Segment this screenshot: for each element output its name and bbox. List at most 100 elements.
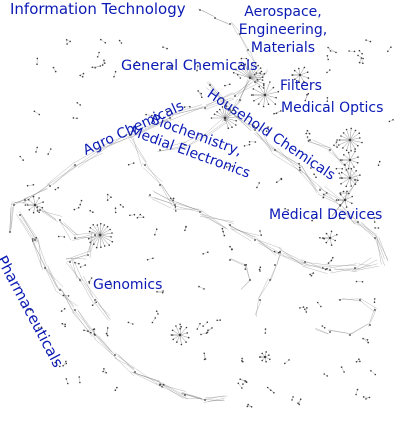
- arc-edge-node: [274, 264, 276, 266]
- hub-leaf-node: [354, 148, 357, 150]
- pharma-edge: [59, 287, 75, 307]
- hub-leaf-node: [261, 352, 264, 355]
- component-node: [374, 227, 376, 229]
- component-node: [207, 251, 209, 253]
- component-node: [225, 166, 228, 168]
- hub-edge: [349, 174, 360, 179]
- component-node: [258, 268, 261, 271]
- component-node: [310, 161, 313, 164]
- arc-edge: [359, 298, 378, 309]
- household-edge: [259, 125, 272, 152]
- hub-edge: [349, 132, 360, 141]
- component-node: [133, 64, 136, 67]
- hub-edge: [249, 62, 256, 79]
- component-node: [240, 57, 243, 60]
- component-node: [241, 360, 243, 362]
- component-edge: [62, 361, 67, 366]
- component-node: [203, 288, 205, 290]
- component-node: [199, 322, 201, 325]
- component-edge: [66, 378, 69, 384]
- hub-leaf-node: [356, 162, 359, 164]
- hub-edge: [346, 169, 351, 179]
- genomics-edge: [97, 301, 110, 319]
- component-edge: [113, 71, 116, 77]
- component-node: [260, 234, 263, 236]
- component-edge: [147, 258, 153, 260]
- component-node: [161, 291, 164, 294]
- hub-leaf-node: [350, 185, 353, 187]
- hub-edge: [349, 139, 363, 143]
- component-node: [323, 193, 325, 196]
- component-node: [366, 339, 369, 341]
- backbone-edge: [167, 104, 203, 116]
- component-node: [221, 227, 224, 230]
- hub-edge: [99, 234, 110, 246]
- pharma-edge: [43, 264, 57, 292]
- backbone-edge: [126, 119, 172, 133]
- devices-edge: [283, 255, 308, 265]
- hub-edge: [299, 74, 309, 79]
- hub-edge: [249, 65, 259, 79]
- hub-edge: [224, 117, 233, 128]
- component-node: [377, 227, 380, 229]
- component-node: [245, 381, 248, 384]
- backbone-edge: [73, 147, 102, 164]
- household-edge: [274, 150, 302, 167]
- hub-leaf-node: [339, 193, 342, 196]
- genomics-edge: [83, 282, 93, 298]
- component-node: [299, 307, 301, 309]
- devices-edge: [154, 197, 172, 204]
- hub-edge: [349, 139, 358, 146]
- hub-edge: [34, 197, 40, 206]
- hub-leaf-node: [298, 67, 300, 70]
- component-node: [264, 328, 267, 330]
- component-node: [348, 192, 350, 195]
- component-node: [237, 382, 240, 385]
- pharma-edge: [33, 243, 46, 268]
- component-node: [120, 42, 123, 44]
- component-node: [65, 39, 68, 41]
- household-edge: [341, 208, 356, 225]
- component-node: [83, 329, 85, 332]
- pharma-edge: [38, 240, 42, 268]
- component-node: [127, 321, 130, 324]
- component-node: [189, 105, 191, 108]
- backbone-edge: [73, 153, 103, 168]
- pharma-edge-node: [19, 214, 21, 216]
- household-edge: [301, 165, 318, 192]
- component-edge: [297, 399, 301, 404]
- component-node: [259, 230, 261, 232]
- hub-leaf-node: [258, 85, 261, 88]
- hub-leaf-node: [336, 233, 338, 236]
- hub-leaf-node: [345, 185, 348, 188]
- genomics-edge: [73, 232, 96, 235]
- hub-leaf-node: [338, 139, 341, 141]
- component-node: [114, 207, 117, 209]
- component-node: [19, 155, 22, 158]
- component-node: [241, 357, 243, 360]
- component-node: [106, 193, 109, 196]
- hub-leaf-node: [109, 228, 111, 231]
- backbone-edge: [100, 133, 129, 147]
- hub-edge: [338, 139, 351, 146]
- backbone-edge-node: [169, 117, 171, 119]
- pharma-edge-node: [114, 354, 116, 356]
- hub-edge: [344, 159, 351, 165]
- component-edge: [336, 141, 338, 148]
- component-node: [311, 219, 313, 222]
- hub-edge: [344, 199, 347, 208]
- component-node: [336, 146, 338, 148]
- hub-leaf-node: [42, 201, 44, 203]
- hub-leaf-node: [262, 87, 265, 89]
- component-node: [276, 181, 278, 183]
- devices-edge-node: [354, 267, 356, 269]
- bio-edge: [132, 137, 143, 168]
- hub-leaf-node: [103, 224, 106, 226]
- hub-edge: [340, 199, 346, 206]
- hub-leaf-node: [103, 245, 106, 247]
- component-node: [340, 366, 343, 368]
- hub-edge: [224, 108, 231, 119]
- component-node: [211, 327, 213, 329]
- arc-edge: [329, 329, 349, 334]
- component-node: [373, 298, 376, 300]
